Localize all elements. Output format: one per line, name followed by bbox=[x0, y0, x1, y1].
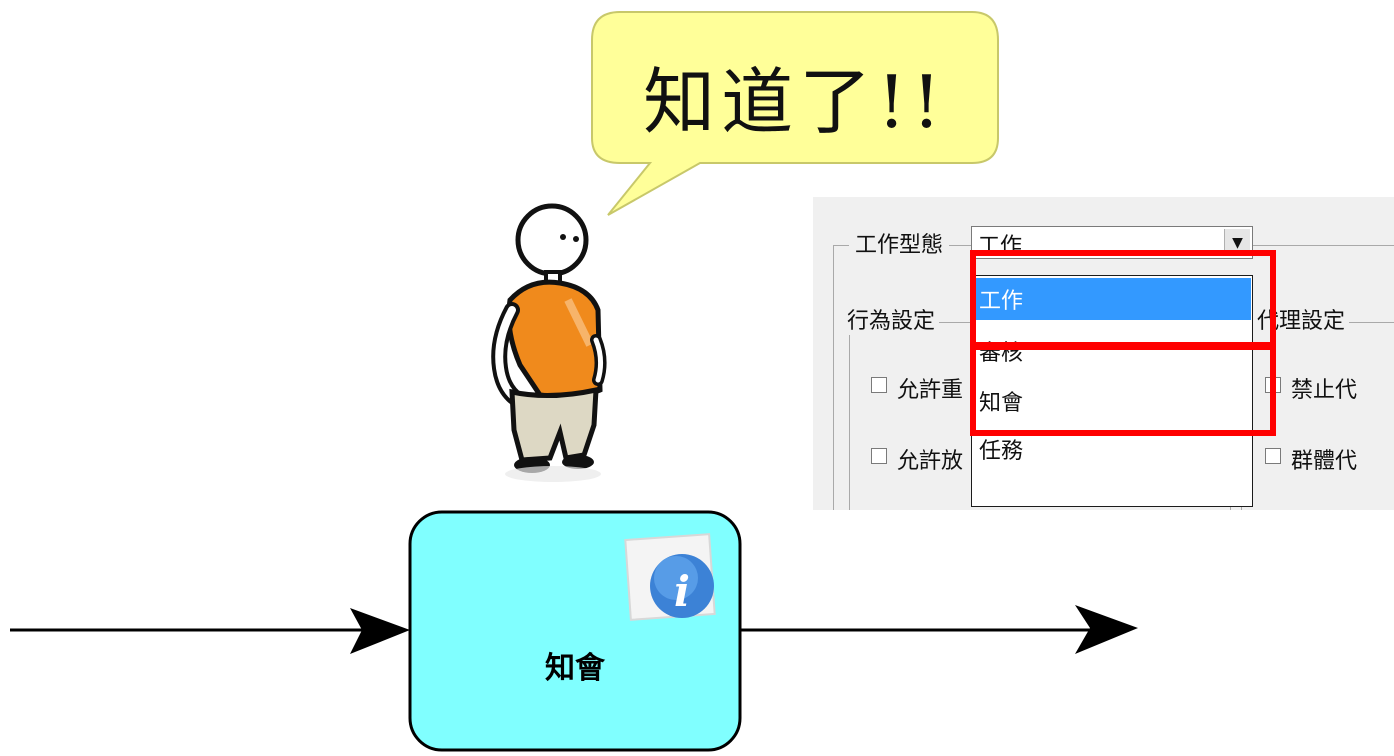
highlight-box-bottom bbox=[970, 342, 1276, 436]
task-label: 知會 bbox=[545, 651, 605, 686]
incoming-arrowhead bbox=[350, 608, 410, 654]
group-agent-label: 群體代 bbox=[1291, 449, 1358, 474]
behavior-group-label: 行為設定 bbox=[847, 303, 940, 335]
allow-repeat-label: 允許重 bbox=[897, 378, 964, 403]
forbid-agent-label: 禁止代 bbox=[1291, 378, 1358, 403]
info-icon: i bbox=[624, 533, 716, 621]
dropdown-option-notify[interactable]: 知會 bbox=[979, 391, 1024, 416]
outgoing-arrowhead bbox=[1075, 605, 1138, 654]
work-type-dropdown-list: 工作 審核 知會 任務 bbox=[971, 275, 1253, 507]
person-figure bbox=[491, 203, 607, 482]
speech-bubble bbox=[591, 11, 999, 216]
speech-bubble-text: 知道了!! bbox=[643, 59, 947, 144]
group-agent-checkbox[interactable] bbox=[1265, 448, 1281, 464]
svg-text:i: i bbox=[674, 567, 690, 616]
highlight-box-top bbox=[970, 250, 1276, 350]
dropdown-option-work[interactable]: 工作 bbox=[973, 278, 1251, 320]
allow-release-checkbox[interactable] bbox=[871, 448, 887, 464]
dropdown-option-task[interactable]: 任務 bbox=[979, 439, 1024, 464]
allow-release-label: 允許放 bbox=[897, 449, 964, 474]
settings-panel: 工作型態 工作 ▼ 行為設定 代理設定 允許重 允許放 禁止代 群體代 工作 審… bbox=[813, 197, 1394, 510]
allow-repeat-checkbox[interactable] bbox=[871, 377, 887, 393]
work-type-label: 工作型態 bbox=[849, 227, 950, 259]
